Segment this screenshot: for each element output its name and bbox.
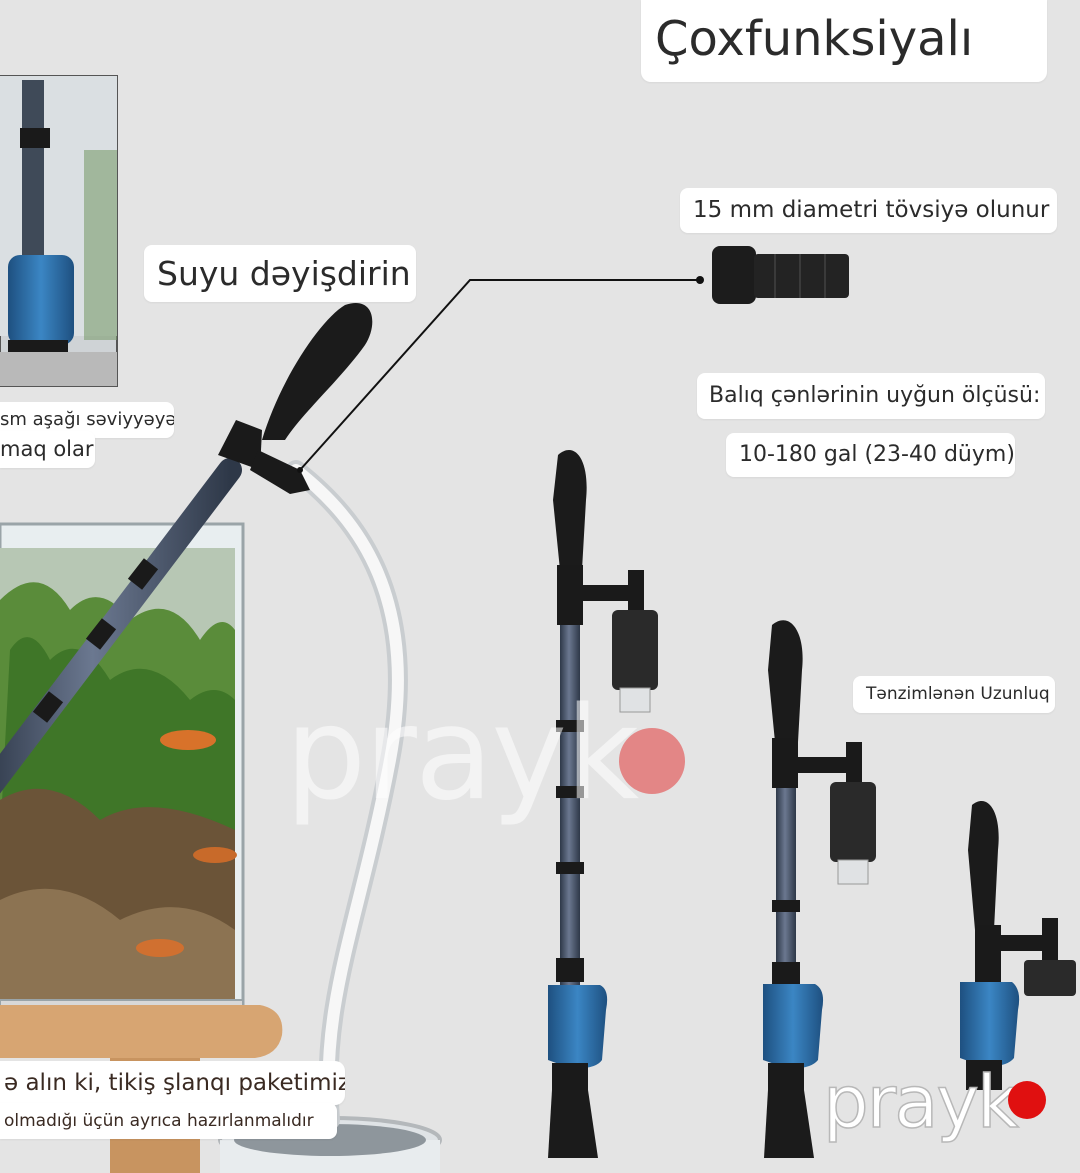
watermark-text-large: prayk (285, 680, 639, 829)
note-label-line1: ə alın ki, tikiş şlanqı paketimizə (0, 1061, 345, 1105)
aquarium (0, 522, 245, 1025)
siphon-small (960, 801, 1076, 1090)
siphon-medium (763, 620, 876, 1158)
title-label: Çoxfunksiyalı (641, 0, 1047, 82)
watermark-text-small: prayk (822, 1059, 1019, 1145)
siphon-large (548, 450, 658, 1158)
watermark-dot-small (1008, 1081, 1046, 1119)
tank-size-label: Balıq çənlərinin uyğun ölçüsü: (697, 373, 1045, 419)
note-label-line2: olmadığı üçün ayrıca hazırlanmalıdır (0, 1103, 337, 1139)
adjustable-length-label: Tənzimlənən Uzunluq (853, 676, 1055, 713)
watermark-dot-large (619, 728, 685, 794)
low-level-label-line2: maq olar (0, 431, 95, 468)
diameter-label: 15 mm diametri tövsiyə olunur (680, 188, 1057, 233)
water-change-label: Suyu dəyişdirin (144, 245, 416, 302)
hose-connector (712, 246, 849, 304)
inset-photo (0, 75, 118, 387)
callout-line (299, 279, 700, 471)
main-siphon (0, 303, 373, 794)
tank-size-value: 10-180 gal (23-40 düym) (726, 433, 1015, 477)
